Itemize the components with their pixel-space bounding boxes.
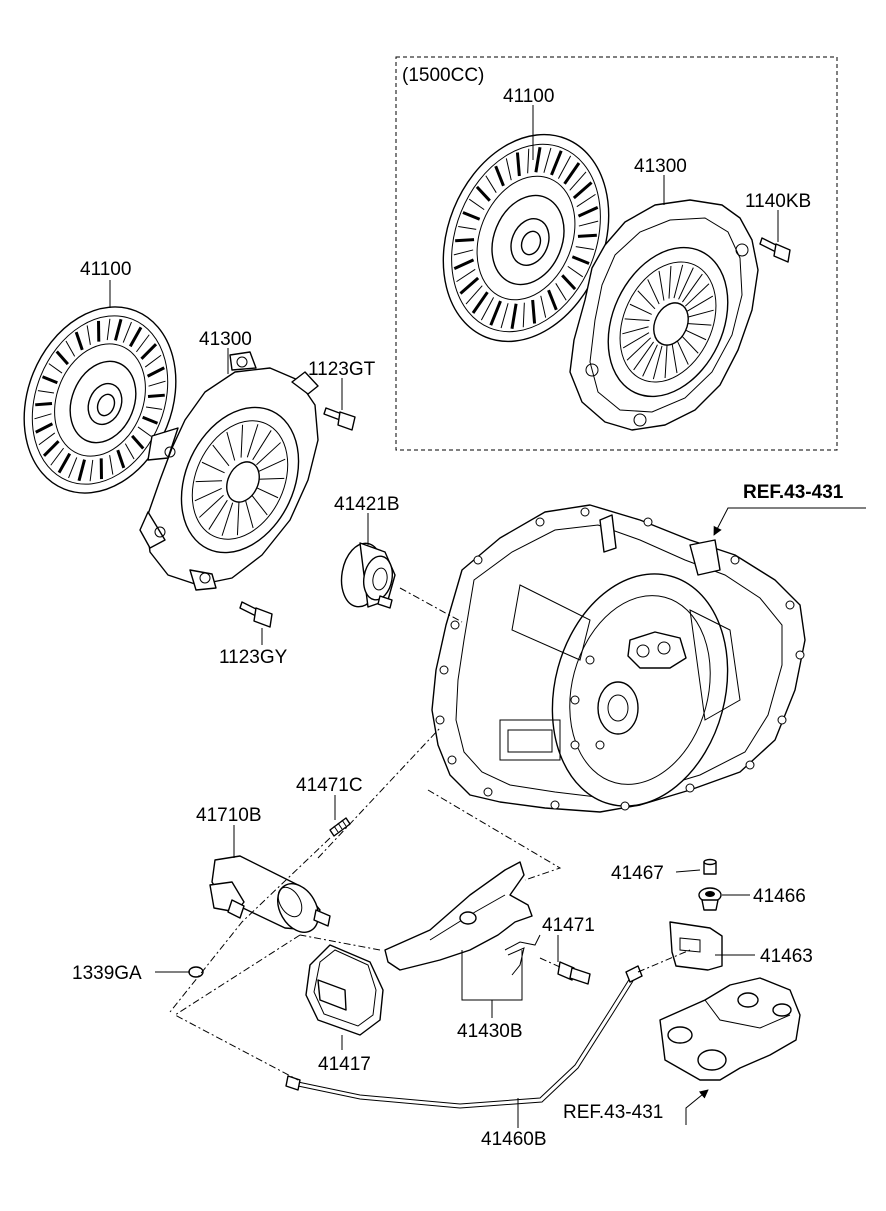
bolt-1140kb <box>759 237 791 263</box>
variant-group-box <box>395 56 838 451</box>
pressure-plate <box>139 351 319 591</box>
label-41467: 41467 <box>611 863 664 884</box>
pressure-plate-1500cc <box>569 199 759 431</box>
alignment-lines <box>169 587 691 1081</box>
label-41417: 41417 <box>318 1054 371 1075</box>
label-41471: 41471 <box>542 915 595 936</box>
leader-lines <box>109 105 866 1128</box>
clutch-disc-1500cc <box>442 133 610 343</box>
label-ref-upper: REF.43-431 <box>743 482 844 503</box>
washer-1339ga <box>188 966 204 978</box>
label-41471c: 41471C <box>296 775 363 796</box>
clutch-disc <box>23 306 177 494</box>
label-41430b: 41430B <box>457 1021 523 1042</box>
label-41463: 41463 <box>760 946 813 967</box>
bolt-1123gy <box>239 601 273 628</box>
label-41421b: 41421B <box>334 494 400 515</box>
label-41460b: 41460B <box>481 1129 547 1150</box>
variant-group-label: (1500CC) <box>402 65 484 86</box>
bolt-41471-clip <box>557 961 591 985</box>
pin-41467 <box>703 858 717 875</box>
bolt-1123gt <box>323 407 356 431</box>
bolt-41471c <box>329 817 351 837</box>
label-41100: 41100 <box>80 259 131 280</box>
label-1140kb: 1140KB <box>745 191 811 212</box>
bushing-41466 <box>698 887 722 911</box>
mount-bracket <box>659 977 801 1081</box>
release-bearing <box>340 542 396 609</box>
label-1123gy: 1123GY <box>219 647 288 668</box>
transaxle-housing <box>431 504 806 813</box>
label-41100-1500cc: 41100 <box>503 86 554 107</box>
label-41300: 41300 <box>199 329 252 350</box>
release-fork <box>384 861 533 971</box>
dust-boot <box>305 944 384 1036</box>
label-41300-1500cc: 41300 <box>634 156 687 177</box>
bracket-41463 <box>669 921 723 971</box>
label-1123gt: 1123GT <box>308 359 376 380</box>
slave-cylinder <box>209 855 331 933</box>
label-ref-lower: REF.43-431 <box>563 1102 663 1123</box>
label-41710b: 41710B <box>196 805 262 826</box>
label-41466: 41466 <box>753 886 806 907</box>
label-1339ga: 1339GA <box>72 963 142 984</box>
